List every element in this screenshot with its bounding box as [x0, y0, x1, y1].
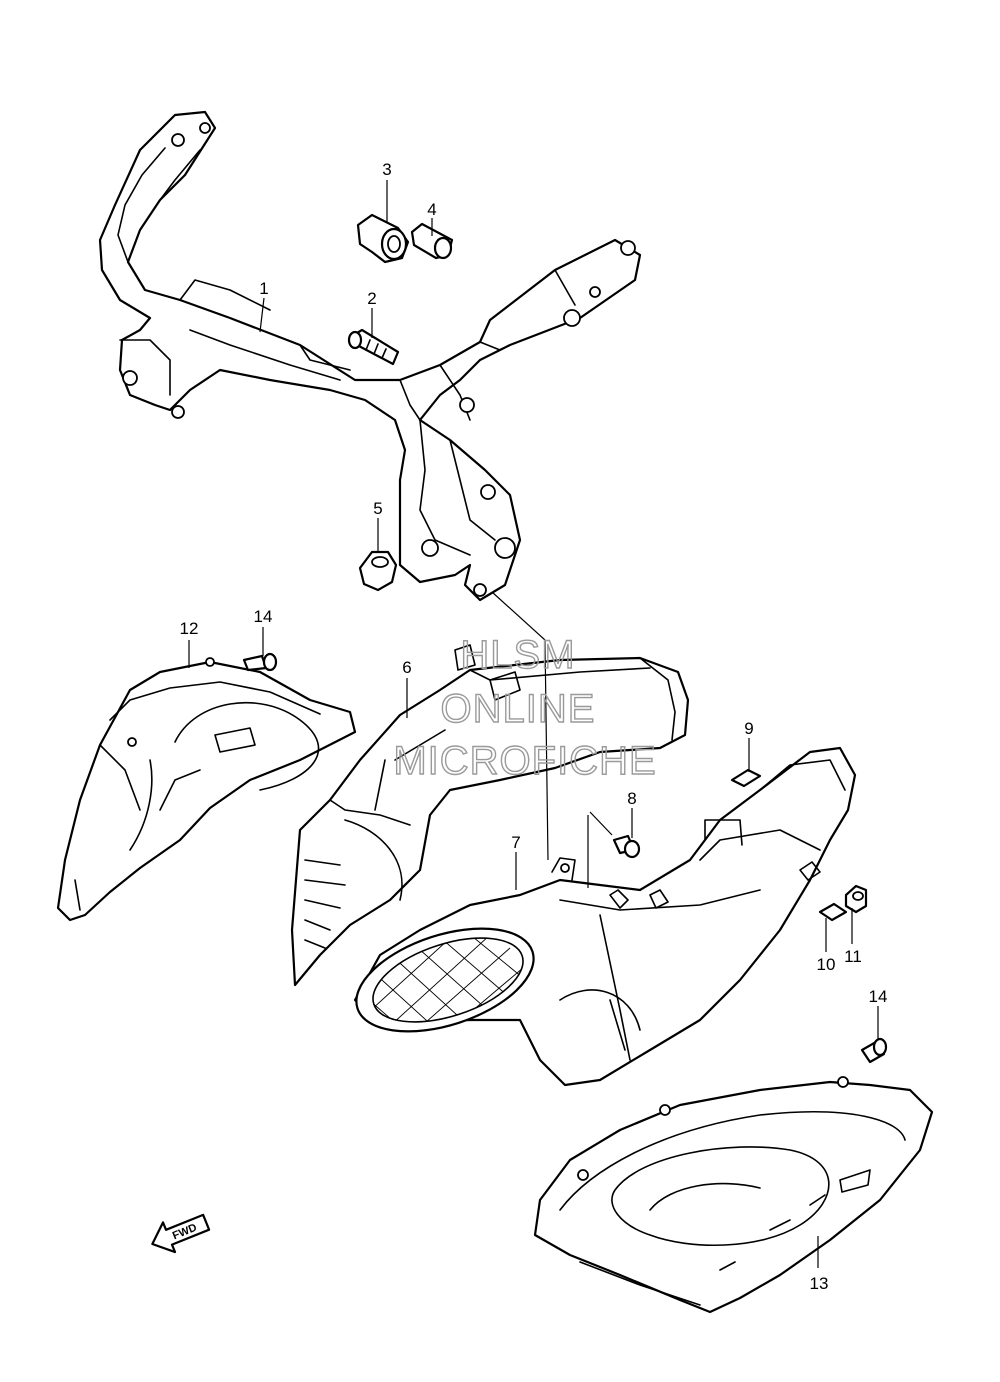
callout-3: 3 [382, 160, 391, 179]
callout-9: 9 [744, 719, 753, 738]
callout-5: 5 [373, 499, 382, 518]
callout-12: 12 [180, 619, 199, 638]
callout-7: 7 [511, 833, 520, 852]
watermark-line-3: MICROFICHE [393, 739, 656, 783]
part-9-clip-nut [730, 768, 762, 788]
watermark-line-1: HLSM [460, 633, 575, 677]
part-12-left-inner-cover [56, 657, 357, 922]
leader-lines [188, 180, 879, 1268]
callout-labels: 1 2 3 4 5 6 7 8 9 10 11 12 13 14 14 [180, 160, 888, 1293]
callout-10: 10 [817, 955, 836, 974]
part-14-screw-lower [860, 1037, 888, 1064]
part-7-lower-duct [353, 746, 857, 1087]
part-14-screw-upper [242, 652, 278, 672]
callout-13: 13 [810, 1274, 829, 1293]
callout-14-lower: 14 [869, 987, 888, 1006]
watermark: HLSM ONLINE MICROFICHE [393, 632, 657, 783]
fwd-arrow: FWD [151, 1213, 211, 1254]
watermark-line-2: ONLINE [441, 687, 596, 731]
callout-11: 11 [844, 947, 862, 966]
part-6-upper-duct [290, 644, 690, 987]
callout-14-upper: 14 [254, 607, 273, 626]
part-5-grommet [358, 550, 398, 592]
callout-1: 1 [259, 279, 268, 298]
part-3-bushing [356, 213, 410, 264]
part-11-grommet [844, 884, 868, 914]
part-10-clip [818, 902, 848, 922]
callout-4: 4 [427, 200, 436, 219]
callout-6: 6 [402, 658, 411, 677]
callout-8: 8 [627, 789, 636, 808]
part-13-right-inner-cover [533, 1076, 934, 1314]
part-4-collar [410, 222, 454, 260]
part-2-bolt [347, 328, 400, 366]
part-8-screw [612, 834, 641, 859]
callout-2: 2 [367, 289, 376, 308]
part-1-frame-bracket [98, 110, 642, 602]
